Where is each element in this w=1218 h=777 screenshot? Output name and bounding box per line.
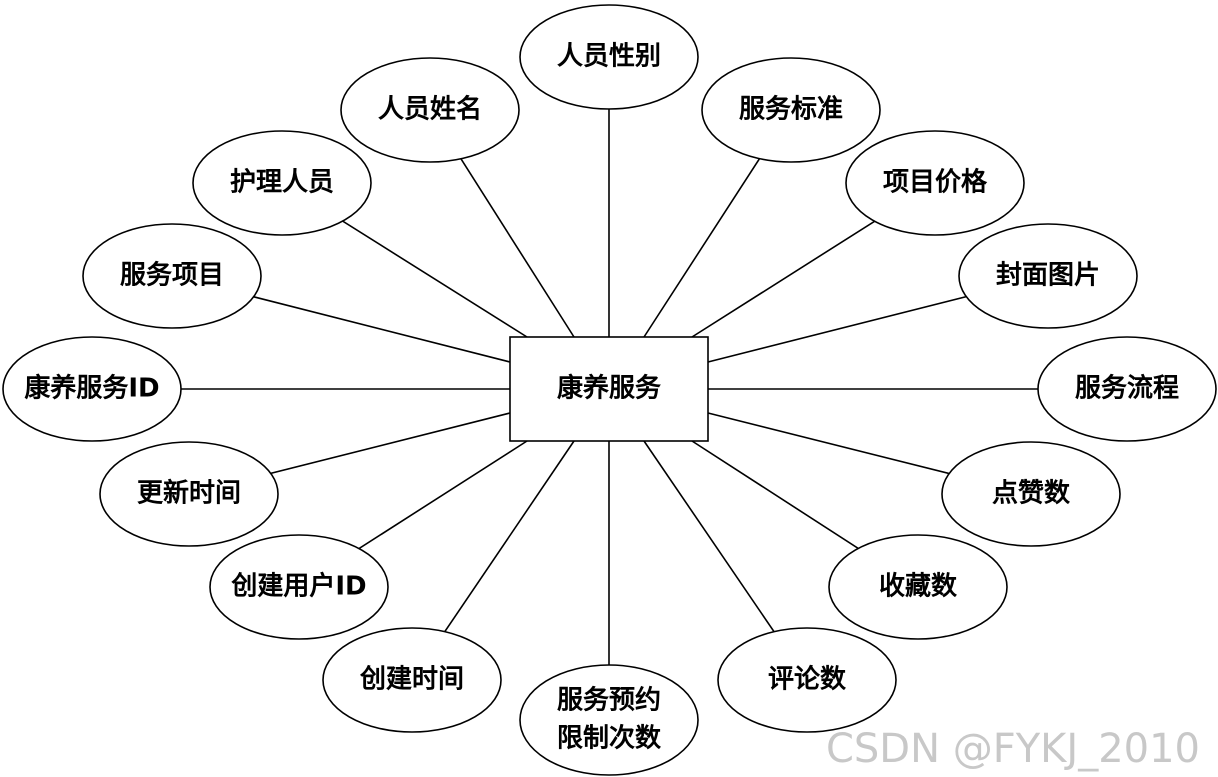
attribute-ellipse-comments	[717, 627, 897, 733]
attribute-ellipse-standard	[701, 57, 881, 163]
attribute-label-likes: 点赞数	[992, 478, 1071, 509]
attribute-label-create-time: 创建时间	[359, 665, 464, 695]
attribute-likes: 点赞数	[941, 441, 1121, 547]
entity-label: 康养服务	[557, 373, 661, 404]
attribute-ellipse-item	[82, 223, 262, 329]
attribute-label-favorites: 收藏数	[879, 572, 958, 602]
attribute-creator-id: 创建用户ID	[209, 534, 389, 640]
attribute-ellipse-gender	[519, 4, 699, 110]
attribute-item: 服务项目	[82, 223, 262, 329]
attribute-comments: 评论数	[717, 627, 897, 733]
attribute-standard: 服务标准	[701, 57, 881, 163]
attribute-ellipse-creator-id	[209, 534, 389, 640]
attribute-favorites: 收藏数	[828, 534, 1008, 640]
attribute-label-cover: 封面图片	[996, 261, 1100, 291]
attribute-price: 项目价格	[845, 130, 1025, 236]
attribute-label-comments: 评论数	[768, 665, 847, 695]
attribute-label-standard: 服务标准	[739, 95, 843, 125]
attribute-label-price: 项目价格	[883, 167, 988, 198]
attribute-cover: 封面图片	[958, 223, 1138, 329]
attribute-ellipse-limit	[519, 664, 699, 776]
attribute-ellipse-update-time	[99, 441, 279, 547]
entity-node: 康养服务	[509, 336, 709, 442]
entity-box	[509, 336, 709, 442]
attribute-ellipse-favorites	[828, 534, 1008, 640]
attribute-label-process: 服务流程	[1075, 374, 1179, 404]
watermark: CSDN @FYKJ_2010	[826, 726, 1200, 772]
attribute-label-creator-id: 创建用户ID	[230, 571, 366, 602]
attribute-label-name: 人员姓名	[378, 94, 482, 125]
attribute-ellipse-create-time	[322, 627, 502, 733]
attribute-ellipse-price	[845, 130, 1025, 236]
attribute-create-time: 创建时间	[322, 627, 502, 733]
attribute-ellipse-cover	[958, 223, 1138, 329]
attribute-ellipse-nurse	[192, 130, 372, 236]
attribute-label-service-id: 康养服务ID	[24, 373, 159, 404]
attribute-label-item: 服务项目	[120, 261, 224, 291]
attribute-label-update-time: 更新时间	[137, 478, 241, 509]
attribute-update-time: 更新时间	[99, 441, 279, 547]
attribute-label-nurse: 护理人员	[230, 168, 334, 198]
attribute-ellipse-likes	[941, 441, 1121, 547]
attribute-ellipse-name	[340, 57, 520, 163]
attribute-process: 服务流程	[1037, 336, 1217, 442]
attribute-label-limit: 服务预约限制次数	[557, 685, 662, 754]
attribute-label-gender: 人员性别	[557, 42, 661, 72]
attribute-ellipse-process	[1037, 336, 1217, 442]
attribute-limit: 服务预约限制次数	[519, 664, 699, 776]
attribute-gender: 人员性别	[519, 4, 699, 110]
attribute-ellipse-service-id	[2, 336, 182, 442]
attribute-service-id: 康养服务ID	[2, 336, 182, 442]
attribute-name: 人员姓名	[340, 57, 520, 163]
attribute-nurse: 护理人员	[192, 130, 372, 236]
